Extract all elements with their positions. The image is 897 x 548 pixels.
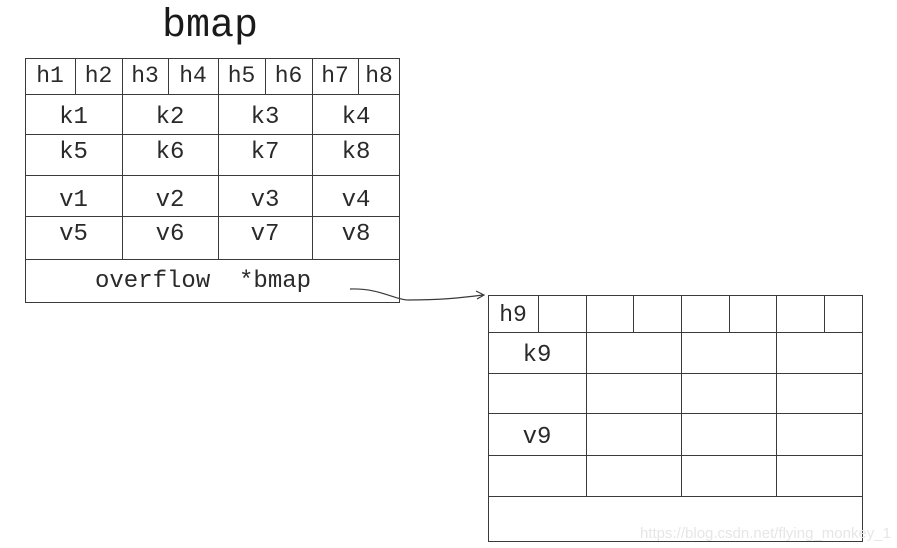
overflow-divider bbox=[776, 295, 777, 332]
key-cell: k1 bbox=[59, 104, 88, 131]
key-cell: k8 bbox=[341, 139, 371, 166]
main-divider bbox=[122, 94, 123, 259]
main-divider bbox=[122, 58, 123, 94]
tophash-cell: h3 bbox=[131, 63, 159, 89]
key-cell: k2 bbox=[155, 104, 185, 131]
key-cell: k3 bbox=[250, 104, 280, 131]
overflow-divider bbox=[488, 373, 863, 374]
main-divider bbox=[265, 58, 266, 94]
overflow-divider bbox=[633, 295, 634, 332]
value-cell: v5 bbox=[59, 221, 88, 248]
key-cell: k6 bbox=[155, 139, 185, 166]
key-cell: k5 bbox=[59, 139, 88, 166]
overflow-pointer-label: overflow *bmap bbox=[95, 268, 312, 295]
value-cell: v6 bbox=[155, 221, 185, 248]
main-divider bbox=[25, 134, 400, 135]
main-divider bbox=[218, 94, 219, 259]
value-cell: v9 bbox=[522, 424, 552, 451]
value-cell: v8 bbox=[341, 221, 371, 248]
value-cell: v7 bbox=[250, 221, 280, 248]
watermark-text: https://blog.csdn.net/flying_monkey_1 bbox=[640, 525, 891, 542]
tophash-cell: h9 bbox=[499, 302, 527, 328]
overflow-divider bbox=[538, 295, 539, 332]
overflow-divider bbox=[729, 295, 730, 332]
main-divider bbox=[312, 94, 313, 259]
main-divider bbox=[25, 175, 400, 176]
tophash-cell: h7 bbox=[321, 63, 349, 89]
overflow-divider bbox=[488, 413, 863, 414]
main-divider bbox=[25, 259, 400, 260]
overflow-divider bbox=[681, 295, 682, 332]
overflow-divider bbox=[488, 496, 863, 497]
main-divider bbox=[312, 58, 313, 94]
tophash-cell: h4 bbox=[179, 63, 207, 89]
key-cell: k4 bbox=[341, 104, 371, 131]
tophash-cell: h6 bbox=[274, 63, 303, 89]
tophash-cell: h2 bbox=[84, 63, 113, 89]
value-cell: v1 bbox=[59, 187, 88, 214]
overflow-divider bbox=[776, 332, 777, 496]
overflow-divider bbox=[586, 332, 587, 496]
key-cell: k9 bbox=[522, 342, 552, 369]
overflow-divider bbox=[586, 295, 587, 332]
main-divider bbox=[25, 216, 400, 217]
main-divider bbox=[75, 58, 76, 94]
overflow-divider bbox=[488, 332, 863, 333]
tophash-cell: h1 bbox=[36, 63, 64, 89]
value-cell: v2 bbox=[155, 187, 185, 214]
tophash-cell: h5 bbox=[227, 63, 256, 89]
key-cell: k7 bbox=[250, 139, 280, 166]
overflow-divider bbox=[824, 295, 825, 332]
overflow-bucket bbox=[488, 295, 863, 542]
tophash-cell: h8 bbox=[365, 63, 393, 89]
main-divider bbox=[218, 58, 219, 94]
main-divider bbox=[358, 58, 359, 94]
overflow-divider bbox=[488, 455, 863, 456]
main-divider bbox=[168, 58, 169, 94]
overflow-divider bbox=[681, 332, 682, 496]
diagram-title: bmap bbox=[161, 4, 258, 49]
main-divider bbox=[25, 94, 400, 95]
value-cell: v3 bbox=[250, 187, 280, 214]
value-cell: v4 bbox=[341, 187, 371, 214]
main-bucket bbox=[25, 58, 400, 303]
